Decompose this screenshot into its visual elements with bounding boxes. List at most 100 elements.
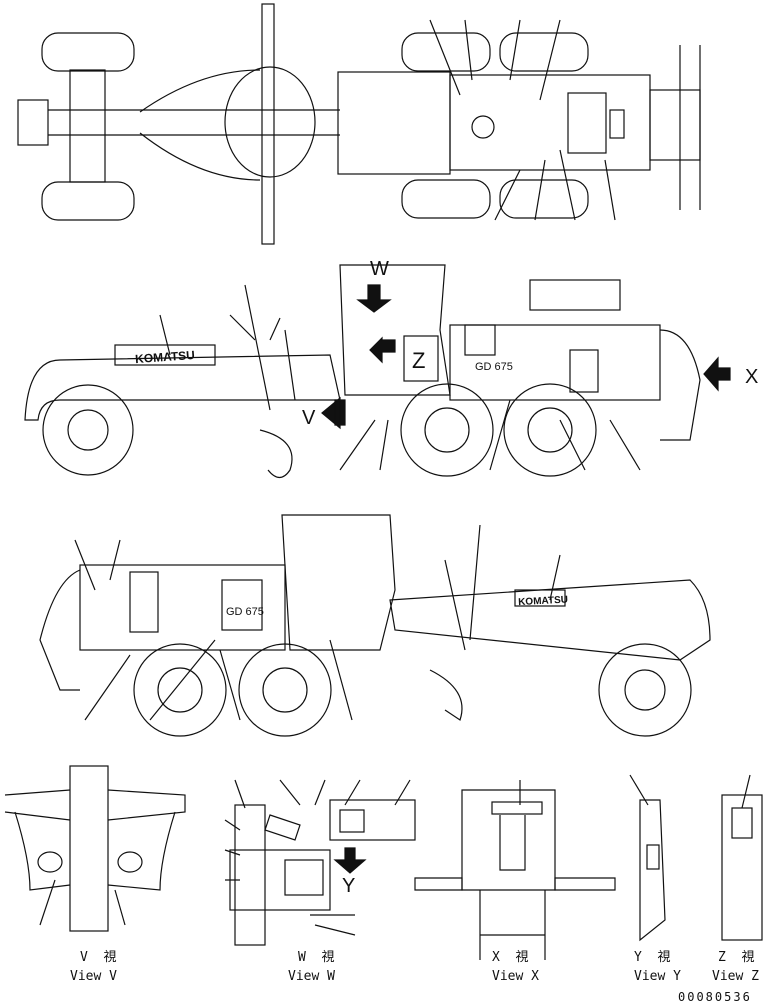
left-panel [221, 579, 263, 631]
w-left-rail [234, 804, 266, 946]
view-v-drawing [4, 765, 186, 932]
rear-wheel-1 [400, 383, 494, 477]
cab-roof [337, 71, 451, 175]
view-z-caption-jp: Z 視 [718, 950, 755, 965]
muffler-box [529, 279, 621, 311]
arrow-right-v [321, 396, 346, 430]
front-frame-left [389, 579, 711, 661]
x-brand-decal [491, 801, 543, 815]
view-y-caption-jp: Y 視 [634, 950, 671, 965]
engine-top-box [464, 324, 496, 356]
front-wheel [42, 384, 134, 476]
front-left-tire [41, 32, 135, 72]
engine-hood [449, 74, 651, 171]
view-v-caption-en: View V [70, 969, 117, 984]
marker-z-side: Z [412, 348, 425, 373]
leader-lines-side [159, 314, 641, 471]
x-rear-body [461, 789, 556, 891]
document-number: 00080536 [678, 990, 752, 1004]
view-z-caption-en: View Z [712, 969, 759, 984]
x-ripper [479, 890, 546, 960]
w-panel [329, 799, 416, 841]
blade-left [429, 669, 463, 721]
brand-text-left: KOMATSU [518, 595, 568, 609]
side-grille [569, 349, 599, 393]
left-side-view: GD 675 KOMATSU [39, 514, 711, 737]
front-bumper [17, 99, 49, 146]
cab-left [281, 514, 396, 651]
v-cross-beam [4, 789, 186, 821]
marker-x-side: X [745, 366, 758, 388]
left-rear-wheel-2 [238, 643, 332, 737]
rear-wheel-2 [503, 383, 597, 477]
ripper-left [39, 569, 81, 691]
view-w-drawing: Y [224, 779, 416, 946]
cab-side [339, 264, 451, 396]
front-right-tire [41, 181, 135, 221]
brand-decal-left [514, 589, 566, 607]
engine-side [449, 324, 661, 401]
v-leader-lines [39, 879, 126, 926]
lift-cylinders [244, 284, 296, 411]
y-pillar [639, 799, 666, 942]
radiator-grille [567, 92, 607, 154]
leader-lines-top [429, 19, 616, 221]
circle-ring [224, 66, 316, 178]
arrow-left-x [703, 356, 731, 392]
z-decal [731, 807, 753, 839]
arrow-down-w [356, 284, 392, 313]
left-rear-wheel-1 [133, 643, 227, 737]
y-leader-line [629, 774, 649, 806]
engine-left [79, 564, 286, 651]
z-leader-line [741, 774, 751, 809]
view-w-caption-jp: W 視 [298, 950, 335, 965]
v-center-post [69, 765, 109, 932]
ripper-frame [649, 89, 701, 161]
model-text-left: GD 675 [226, 606, 264, 618]
view-y-caption-en: View Y [634, 969, 681, 984]
ripper-shanks [679, 45, 701, 210]
blade-side [259, 429, 293, 479]
blade-plan [261, 3, 275, 245]
x-side-beams [414, 877, 616, 891]
front-axle [69, 69, 106, 183]
z-panel-view [721, 794, 763, 941]
view-v-caption-jp: V 視 [80, 950, 117, 965]
w-leader-lines [224, 779, 411, 936]
main-frame [48, 109, 340, 136]
y-decal [646, 844, 660, 870]
z-panel [403, 335, 439, 382]
frame-taper [139, 69, 261, 181]
left-front-wheel [598, 643, 692, 737]
front-frame-side [24, 354, 341, 421]
leader-lines-left [74, 539, 561, 721]
top-decal [609, 109, 625, 139]
brand-decal-side [114, 344, 216, 366]
rear-tire-2 [499, 32, 589, 72]
arrow-left-w [369, 336, 396, 364]
x-center-post [499, 815, 526, 871]
arrow-up-y [333, 847, 367, 874]
left-lift-cylinders [444, 524, 481, 651]
view-x-caption-en: View X [492, 969, 539, 984]
rear-tire-1 [401, 32, 491, 72]
view-z-drawing [721, 774, 763, 941]
marker-v-side: V [302, 407, 316, 429]
right-side-view: KOMATSU Z GD 675 W V X [24, 258, 758, 479]
w-decal-box [339, 809, 365, 833]
rear-tire-4 [499, 179, 589, 219]
view-x-caption-jp: X 視 [492, 950, 529, 965]
fuel-cap [471, 115, 495, 139]
view-x-drawing [414, 780, 616, 960]
left-grille [129, 571, 159, 633]
view-w-caption-en: View W [288, 969, 335, 984]
brand-text: KOMATSU [135, 348, 196, 366]
w-console [229, 849, 331, 911]
ripper-side [659, 329, 701, 441]
top-plan-view [17, 3, 701, 245]
v-side-brackets [14, 811, 176, 891]
marker-w-side: W [370, 258, 389, 280]
w-seat [284, 859, 324, 896]
model-text-side: GD 675 [475, 361, 513, 373]
